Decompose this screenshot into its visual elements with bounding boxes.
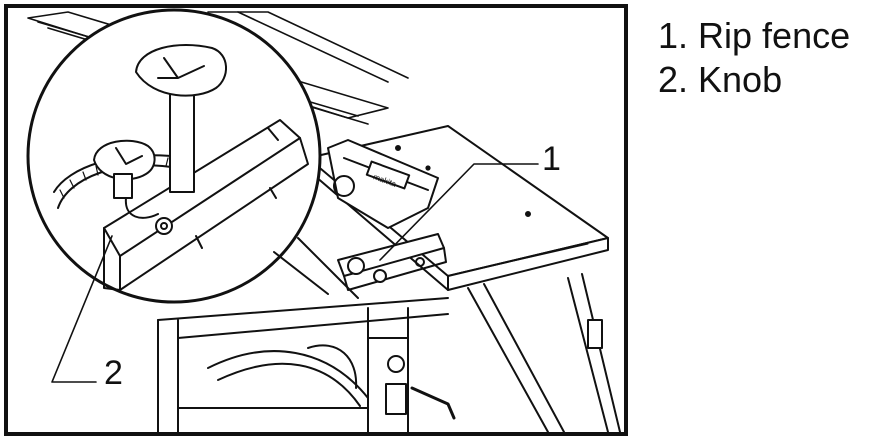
upper-knob bbox=[135, 44, 227, 97]
table-saw-illustration: makita bbox=[26, 8, 621, 432]
leader-line-1 bbox=[379, 163, 539, 261]
detail-magnifier bbox=[26, 8, 359, 304]
saw-stand bbox=[157, 273, 621, 432]
rip-fence bbox=[337, 233, 447, 291]
blade-guard: makita bbox=[327, 139, 439, 229]
leader-line-2 bbox=[51, 235, 113, 383]
callout-1: 1 bbox=[542, 140, 561, 178]
illustration-frame: makita bbox=[4, 4, 628, 436]
leader-lines bbox=[51, 163, 539, 383]
legend-item-rip-fence: 1. Rip fence bbox=[658, 15, 851, 56]
legend-item-knob: 2. Knob bbox=[658, 59, 783, 100]
callout-2: 2 bbox=[104, 354, 123, 392]
legend: 1. Rip fence 2. Knob bbox=[658, 14, 850, 102]
